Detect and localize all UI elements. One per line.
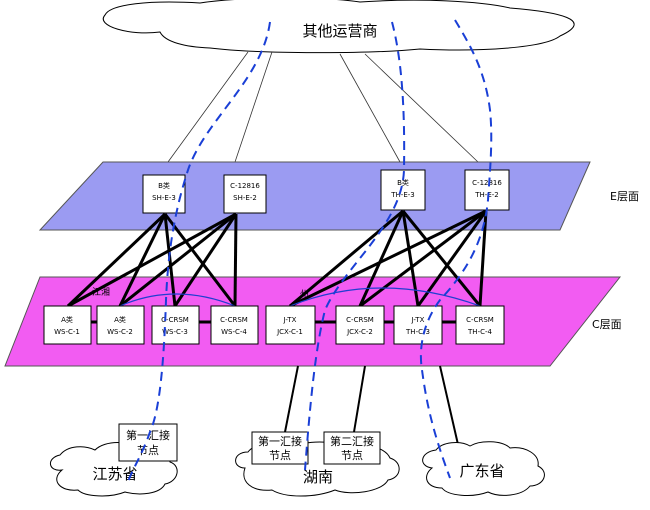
c-node-type: J-TX xyxy=(411,316,425,324)
cloud-guangdong: 广东省 xyxy=(422,441,545,496)
cloud-other-operators: 其他运营商 xyxy=(102,0,575,54)
e-node-id: SH-E-3 xyxy=(152,194,176,202)
link-cloud-th-e-3 xyxy=(339,53,401,163)
c-node-ws-c-2: A类 WS-C-2 xyxy=(96,305,145,345)
cloud-label-jiangsu: 江苏省 xyxy=(92,465,137,483)
c-node-id: WS-C-2 xyxy=(107,328,133,336)
c-node-type: C-CRSM xyxy=(466,316,494,324)
e-node-id: SH-E-2 xyxy=(233,194,257,202)
e-c-links-right xyxy=(289,209,488,308)
c-node-th-c-4: C-CRSM TH-C-4 xyxy=(455,305,505,345)
link-cloud-sh-e-2 xyxy=(234,51,273,163)
upstream-links xyxy=(167,51,479,163)
c-node-ws-c-4: C-CRSM WS-C-4 xyxy=(210,305,259,345)
cloud-label-hunan: 湖南 xyxy=(303,468,333,486)
access-node-hunan-2: 第二汇接 节点 xyxy=(323,431,381,465)
access-node-jiangsu: 第一汇接 节点 xyxy=(118,423,178,462)
access-node-line1: 第二汇接 xyxy=(330,434,374,448)
e-node-type: C-12816 xyxy=(472,179,502,187)
e-node-th-e-2: C-12816 TH-E-2 xyxy=(464,169,510,211)
c-node-id: WS-C-1 xyxy=(54,328,80,336)
c-node-id: TH-C-4 xyxy=(467,328,492,336)
e-node-sh-e-2: C-12816 SH-E-2 xyxy=(223,174,267,214)
e-node-type: B类 xyxy=(397,178,409,187)
c-node-jcx-c-2: C-CRSM JCX-C-2 xyxy=(335,305,385,345)
link-cloud-th-e-2 xyxy=(364,53,479,163)
c-node-type: A类 xyxy=(61,315,73,324)
access-node-hunan-1: 第一汇接 节点 xyxy=(251,431,309,465)
c-node-type: C-CRSM xyxy=(220,316,248,324)
c-node-id: WS-C-3 xyxy=(162,328,188,336)
access-node-line2: 节点 xyxy=(269,449,291,462)
c-node-type: A类 xyxy=(114,315,126,324)
access-node-line1: 第一汇接 xyxy=(258,434,302,448)
c-node-type: J-TX xyxy=(283,316,297,324)
cloud-label-guangdong: 广东省 xyxy=(459,462,504,480)
access-node-line2: 节点 xyxy=(341,449,363,462)
c-node-id: WS-C-4 xyxy=(221,328,247,336)
e-node-type: B类 xyxy=(158,181,170,190)
c-node-th-c-3: J-TX TH-C-3 xyxy=(393,305,443,345)
traffic-path-guangdong xyxy=(419,19,493,479)
access-node-line2: 节点 xyxy=(137,444,159,457)
c-layer-label: C层面 xyxy=(592,318,622,331)
c-node-ws-c-3: C-CRSM WS-C-3 xyxy=(151,305,200,345)
c-node-type: C-CRSM xyxy=(346,316,374,324)
c-node-ws-c-1: A类 WS-C-1 xyxy=(43,305,92,345)
link-cloud-sh-e-3 xyxy=(167,51,249,163)
c-node-type: C-CRSM xyxy=(161,316,189,324)
traffic-path-hunan xyxy=(304,21,406,471)
e-node-id: TH-E-2 xyxy=(474,191,498,199)
c-node-id: JCX-C-1 xyxy=(276,328,303,336)
cloud-label-other-operators: 其他运营商 xyxy=(302,22,377,40)
c-node-id: TH-C-3 xyxy=(405,328,430,336)
traffic-path-jiangsu xyxy=(127,21,271,483)
c-layer-arcs xyxy=(119,287,481,307)
e-c-links-left xyxy=(66,212,238,308)
traffic-paths xyxy=(127,19,493,483)
e-node-id: TH-E-3 xyxy=(390,191,414,199)
c-node-jcx-c-1: J-TX JCX-C-1 xyxy=(265,305,316,345)
e-node-sh-e-3: B类 SH-E-3 xyxy=(142,174,186,214)
e-layer-label: E层面 xyxy=(610,190,639,203)
c-node-id: JCX-C-2 xyxy=(346,328,373,336)
e-node-type: C-12816 xyxy=(230,182,260,190)
